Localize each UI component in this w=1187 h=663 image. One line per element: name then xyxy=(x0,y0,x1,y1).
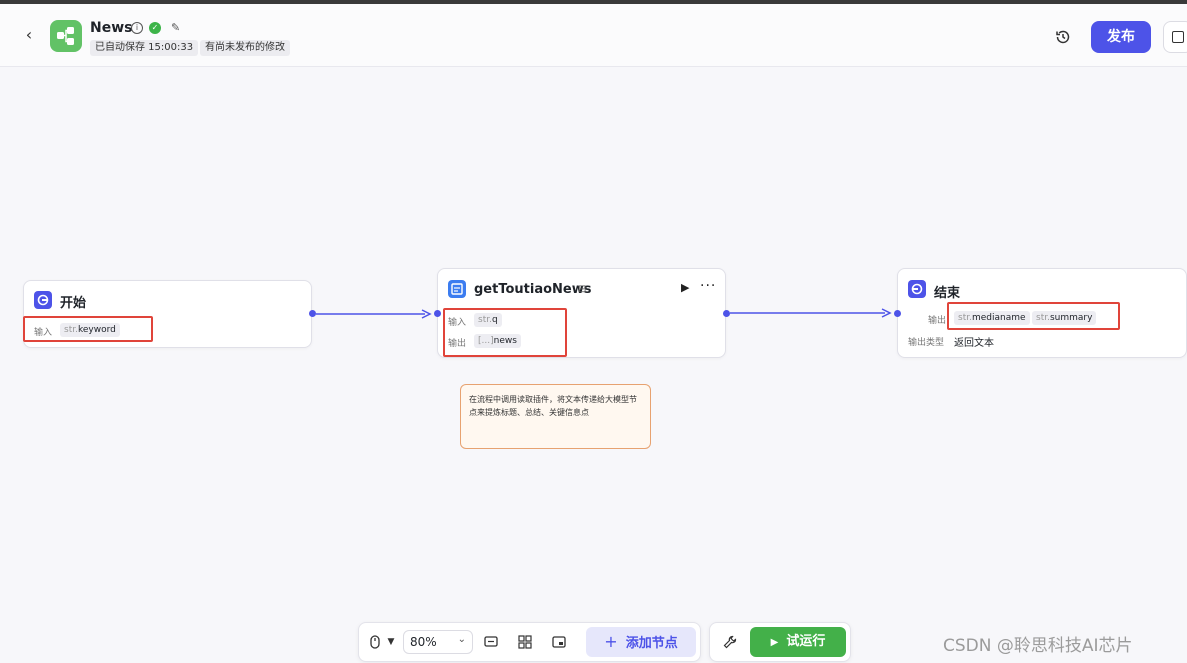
zoom-select[interactable]: 80% ⌄ xyxy=(403,630,473,654)
info-icon[interactable]: i xyxy=(131,22,143,34)
plus-icon: + xyxy=(604,632,618,651)
highlight-box xyxy=(443,308,567,357)
end-node[interactable]: 结束 输出 str.medianame str.summary 输出类型 返回文… xyxy=(897,268,1187,358)
header: ‹ News i ✓ ✎ 已自动保存 15:00:33 有尚未发布的修改 发布 xyxy=(0,4,1187,67)
output-port[interactable] xyxy=(309,310,316,317)
zoom-value: 80% xyxy=(410,635,437,649)
panel-toggle-button[interactable] xyxy=(1163,21,1187,53)
start-node[interactable]: 开始 输入 str.keyword xyxy=(23,280,312,348)
minimap-icon[interactable] xyxy=(551,634,567,650)
param-name: keyword xyxy=(77,325,116,335)
plugin-node-title: getToutiaoNews xyxy=(474,282,592,297)
plugin-node[interactable]: getToutiaoNews ⊟ ▶ ··· 输入 str.q 输出 [...]… xyxy=(437,268,726,358)
param-type: str. xyxy=(64,325,78,335)
param-tag: str.q xyxy=(474,313,502,327)
param-type: [...] xyxy=(478,336,494,346)
watermark: CSDN @聆思科技AI芯片 xyxy=(943,636,1133,656)
plugin-icon xyxy=(448,280,466,298)
more-icon[interactable]: ··· xyxy=(700,278,717,294)
edit-icon[interactable]: ✎ xyxy=(171,21,181,34)
mouse-icon[interactable] xyxy=(367,634,383,650)
top-border xyxy=(0,0,1187,4)
param-tag: str.keyword xyxy=(60,323,120,337)
layout-icon[interactable] xyxy=(517,634,533,650)
run-toolbar: ▶ 试运行 xyxy=(709,622,851,662)
output-label: 输出 xyxy=(448,339,467,349)
param-name: q xyxy=(491,315,498,325)
wrench-icon[interactable] xyxy=(722,634,738,650)
param-name: news xyxy=(493,336,517,346)
param-type: str. xyxy=(1036,313,1050,323)
play-icon: ▶ xyxy=(770,637,779,648)
highlight-box xyxy=(947,302,1120,330)
history-icon[interactable] xyxy=(1054,28,1072,46)
param-name: summary xyxy=(1049,313,1093,323)
input-port[interactable] xyxy=(894,310,901,317)
canvas-toolbar: ▼ 80% ⌄ + 添加节点 xyxy=(358,622,701,662)
output-label: 输出 xyxy=(928,316,947,326)
param-tag: str.summary xyxy=(1032,311,1097,325)
comment-note[interactable]: 在流程中调用读取插件，将文本传递给大模型节点来提炼标题、总结、关键信息点 xyxy=(460,384,651,449)
check-icon: ✓ xyxy=(149,22,161,34)
test-run-label: 试运行 xyxy=(786,634,826,649)
highlight-box xyxy=(23,316,153,342)
param-tag: [...]news xyxy=(474,334,521,348)
plugin-badge-icon: ⊟ xyxy=(578,284,587,295)
input-label: 输入 xyxy=(448,318,467,328)
unpublished-badge: 有尚未发布的修改 xyxy=(200,40,290,56)
add-node-button[interactable]: + 添加节点 xyxy=(586,627,696,657)
panel-icon xyxy=(1172,31,1184,43)
input-port[interactable] xyxy=(434,310,441,317)
end-node-title: 结束 xyxy=(934,286,961,301)
test-run-button[interactable]: ▶ 试运行 xyxy=(750,627,846,657)
output-port[interactable] xyxy=(723,310,730,317)
param-type: str. xyxy=(478,315,492,325)
comment-icon[interactable] xyxy=(483,634,499,650)
param-type: str. xyxy=(958,313,972,323)
play-icon[interactable]: ▶ xyxy=(681,281,690,294)
add-node-label: 添加节点 xyxy=(625,636,678,651)
workflow-icon xyxy=(50,20,82,52)
output-type-label: 输出类型 xyxy=(908,338,945,348)
input-label: 输入 xyxy=(34,328,53,338)
end-icon xyxy=(908,280,926,298)
chevron-left-icon[interactable]: ‹ xyxy=(25,25,33,44)
autosave-badge: 已自动保存 15:00:33 xyxy=(90,40,199,56)
start-node-title: 开始 xyxy=(60,296,87,311)
chevron-down-icon: ⌄ xyxy=(457,634,466,645)
param-name: medianame xyxy=(971,313,1026,323)
param-tag: str.medianame xyxy=(954,311,1030,325)
publish-button[interactable]: 发布 xyxy=(1091,21,1151,53)
page-title: News xyxy=(90,20,133,36)
output-type-value: 返回文本 xyxy=(954,338,994,349)
start-icon xyxy=(34,291,52,309)
chevron-down-icon[interactable]: ▼ xyxy=(387,637,395,647)
